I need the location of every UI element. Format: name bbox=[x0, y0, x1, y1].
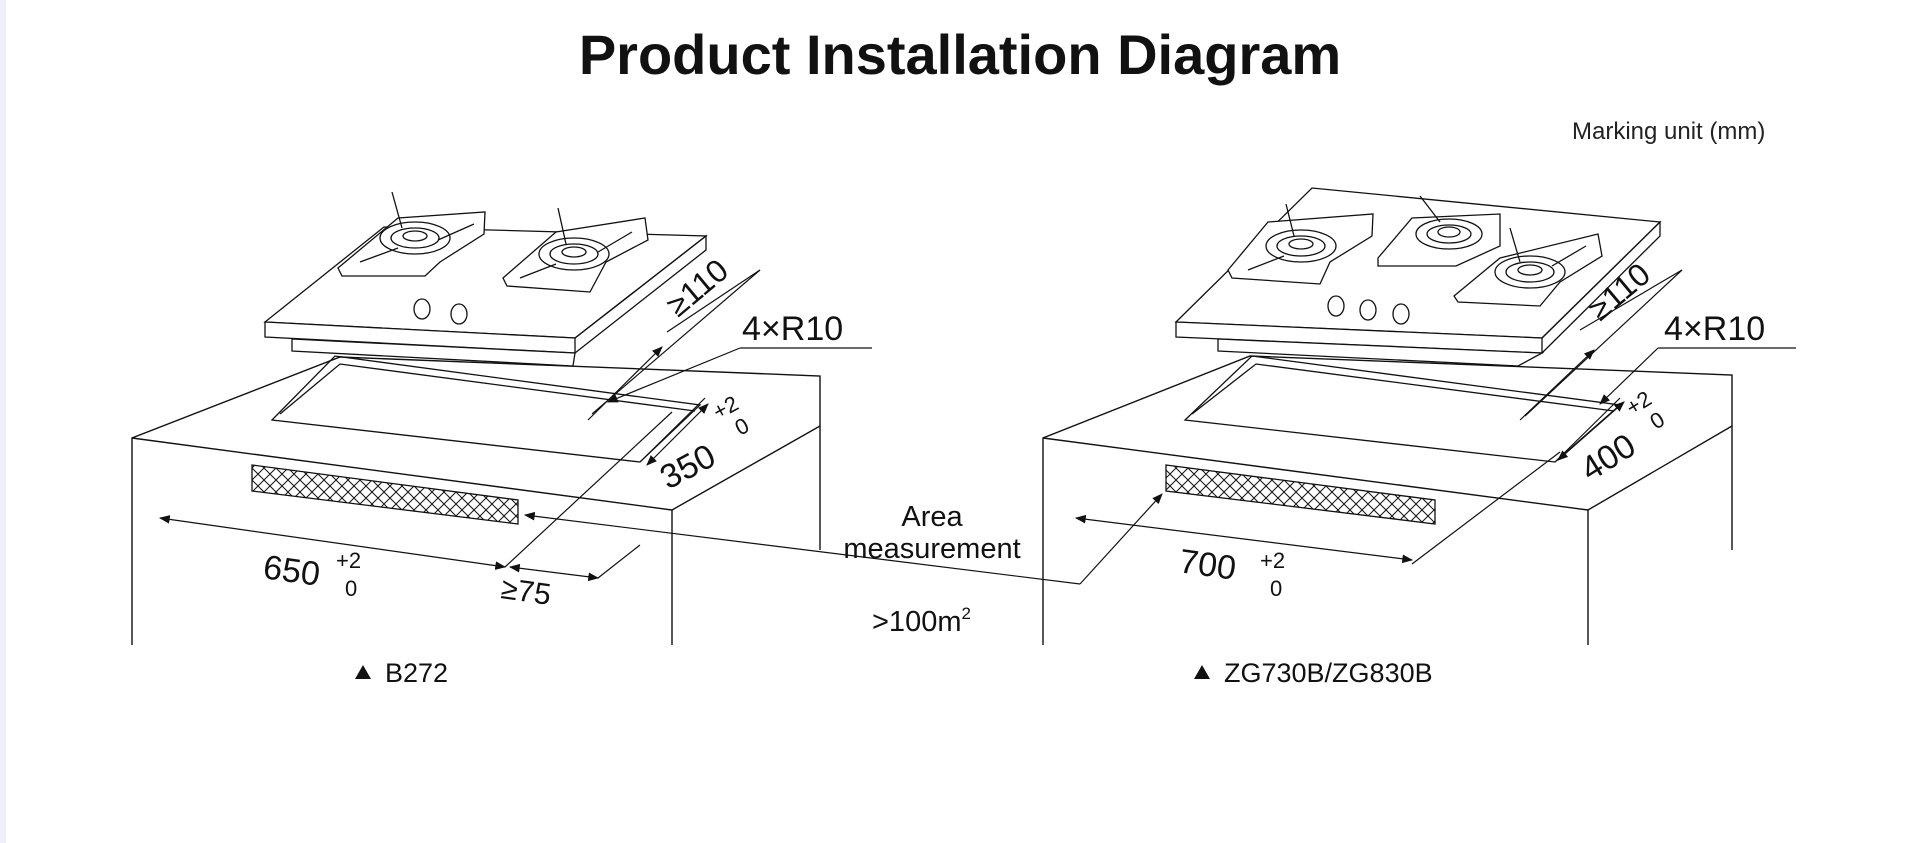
vent-area-value: >100m2 bbox=[872, 604, 971, 638]
left-vent-hatch bbox=[251, 464, 519, 525]
vent-area-value-main: >100m bbox=[872, 606, 961, 638]
left-front-clearance-label: ≥75 bbox=[499, 572, 553, 612]
triangle-marker-icon bbox=[355, 665, 371, 679]
right-model-caption: ZG730B/ZG830B bbox=[1194, 658, 1433, 689]
vent-area-label-line1: Area bbox=[901, 501, 963, 533]
right-knobs bbox=[1327, 295, 1410, 325]
vent-area-value-sup: 2 bbox=[961, 604, 970, 623]
right-burner-1 bbox=[1227, 203, 1374, 285]
left-corner-radius-leader bbox=[607, 347, 872, 403]
right-cutout-width-dim bbox=[1074, 451, 1561, 565]
right-installation-figure: ≥110 4×R10 400 +2 0 700 +2 0 bbox=[1042, 187, 1796, 645]
vent-area-label-line2: measurement bbox=[843, 533, 1020, 565]
right-cutout-depth-dim bbox=[1554, 397, 1625, 463]
right-cabinet bbox=[1042, 355, 1733, 645]
right-width-tol-plus: +2 bbox=[1260, 548, 1285, 573]
left-burner-2 bbox=[502, 207, 649, 293]
left-depth-clearance-dim bbox=[587, 269, 761, 421]
right-burner-2 bbox=[1377, 195, 1501, 267]
right-model-caption-text: ZG730B/ZG830B bbox=[1224, 658, 1433, 688]
page-title: Product Installation Diagram bbox=[578, 23, 1342, 86]
left-knobs bbox=[413, 298, 468, 325]
left-cutout-depth-dim bbox=[639, 397, 709, 466]
right-depth-clearance-dim bbox=[1519, 269, 1683, 421]
right-corner-radius-leader bbox=[1599, 347, 1796, 405]
right-width-tol-minus: 0 bbox=[1270, 576, 1282, 601]
left-depth-tol-minus: 0 bbox=[731, 413, 754, 441]
left-hob bbox=[263, 226, 708, 367]
left-corner-radius-label: 4×R10 bbox=[742, 310, 843, 348]
left-border-strip bbox=[0, 0, 6, 843]
left-burner-1 bbox=[337, 191, 486, 277]
triangle-marker-icon bbox=[1194, 665, 1210, 679]
left-width-tol-plus: +2 bbox=[336, 548, 361, 573]
left-cutout-width-label: 650 bbox=[261, 548, 322, 594]
left-cutout-width-dim bbox=[158, 411, 673, 570]
right-corner-radius-label: 4×R10 bbox=[1664, 310, 1765, 348]
right-depth-tol-minus: 0 bbox=[1645, 407, 1669, 435]
left-model-caption: B272 bbox=[355, 658, 448, 689]
left-installation-figure: ≥110 4×R10 350 +2 0 650 +2 0 bbox=[131, 191, 872, 645]
unit-note: Marking unit (mm) bbox=[1572, 118, 1766, 145]
right-cutout-opening bbox=[1183, 355, 1622, 463]
right-vent-hatch bbox=[1165, 464, 1436, 525]
left-front-clearance-dim bbox=[508, 544, 641, 582]
right-cutout-width-label: 700 bbox=[1177, 542, 1238, 588]
left-model-caption-text: B272 bbox=[385, 658, 449, 688]
left-width-tol-minus: 0 bbox=[345, 576, 357, 601]
right-burner-3 bbox=[1453, 227, 1603, 307]
